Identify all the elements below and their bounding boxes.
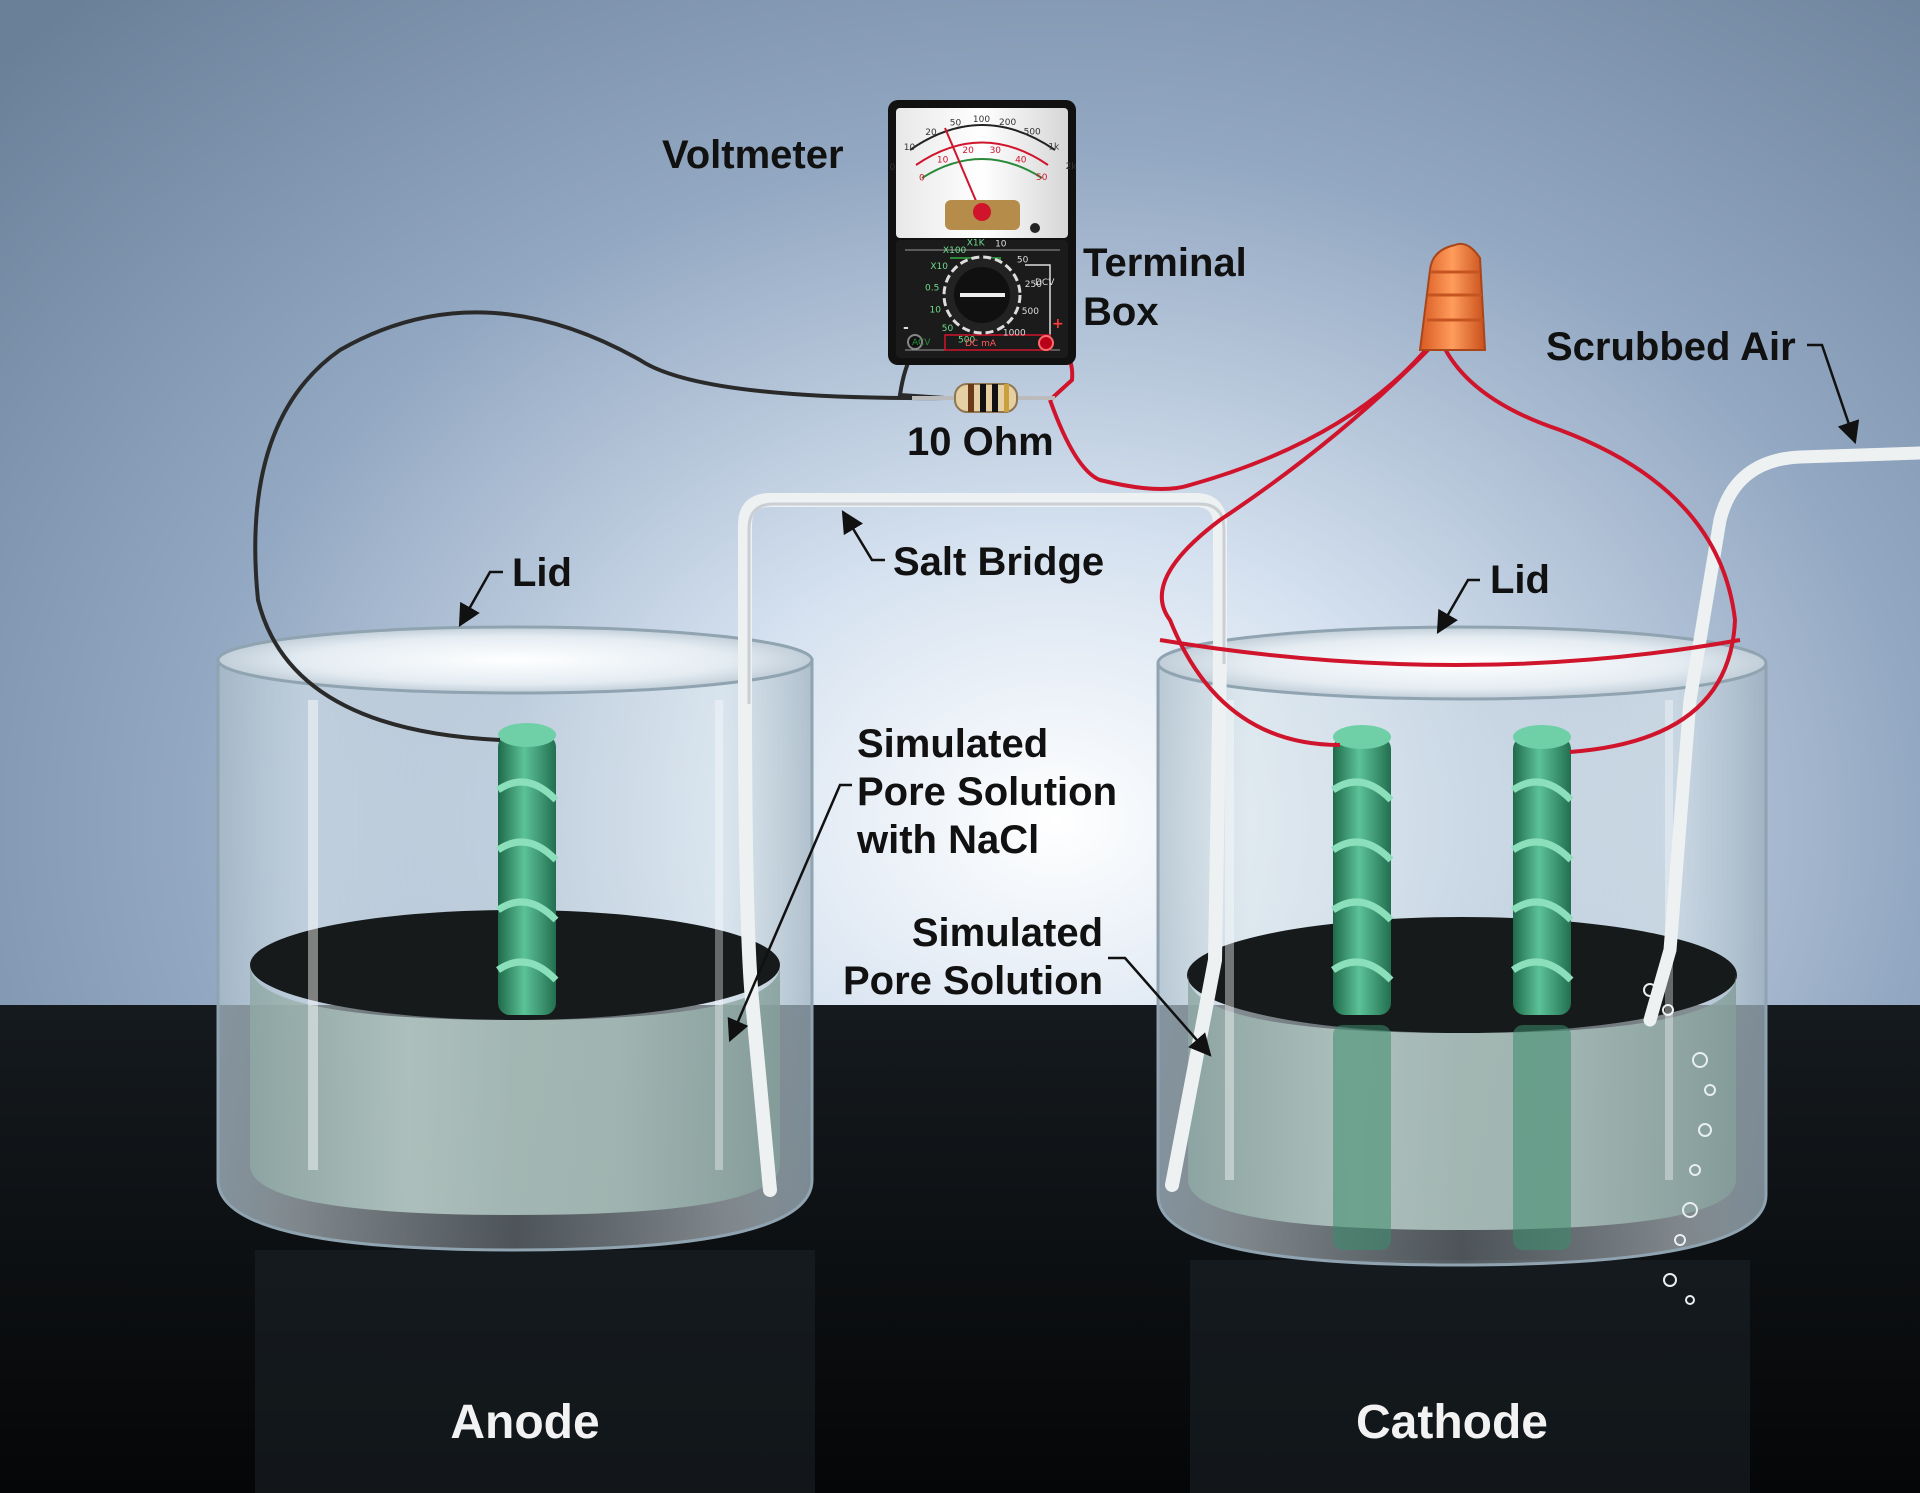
- arrow-lid-left: [458, 570, 503, 627]
- wire-connector: [1418, 242, 1487, 351]
- meter-scale-top-label-4: 100: [973, 115, 990, 125]
- voltmeter-label: Voltmeter: [662, 133, 844, 177]
- arrow-lid-right: [1436, 578, 1480, 634]
- dial-left-label-3: 0.5: [925, 283, 939, 293]
- resistor-label: 10 Ohm: [907, 420, 1054, 464]
- meter-scale-mid-label-1: 10: [937, 156, 949, 166]
- meter-scale-top-label-1: 10: [904, 143, 916, 153]
- arrow-pore: [1108, 956, 1212, 1057]
- anode-lid: [216, 625, 814, 695]
- leader-arrows: [458, 343, 1860, 1057]
- terminal-box-label-line1: Terminal: [1083, 241, 1247, 285]
- scrubbed-air-label: Scrubbed Air: [1546, 325, 1796, 369]
- dial-left-label-0: X1K: [967, 238, 986, 248]
- meter-scale-top-label-7: 1k: [1048, 142, 1060, 152]
- resistor: [912, 383, 1055, 413]
- anode-label: Anode: [450, 1396, 599, 1449]
- dial-left-label-1: X100: [943, 246, 967, 256]
- arrow-salt-bridge: [841, 510, 885, 562]
- meter-scale-top-label-3: 50: [950, 118, 962, 128]
- red-wire-cathode-2: [1441, 344, 1738, 754]
- dial-right-label-4: 1000: [1003, 329, 1026, 339]
- dial-left-label-6: 500: [958, 336, 975, 346]
- anode-beaker: [216, 625, 815, 1493]
- arrow-scrubbed-air: [1807, 343, 1860, 445]
- meter-scale-top-label-0: 0: [890, 163, 896, 173]
- lid-left-label: Lid: [512, 551, 572, 595]
- positive-terminal: [1038, 335, 1054, 351]
- meter-scale-mid-label-2: 20: [962, 146, 974, 156]
- dial-left-label-4: 10: [929, 306, 941, 316]
- dial-right-label-2: 250: [1025, 280, 1042, 290]
- meter-scale-top-label-8: 2k: [1066, 162, 1078, 172]
- meter-scale-mid-label-4: 40: [1015, 155, 1027, 165]
- pore-label-line1: Simulated: [912, 911, 1103, 955]
- salt-bridge-label: Salt Bridge: [893, 540, 1104, 584]
- meter-scale-top-label-5: 200: [999, 118, 1016, 128]
- nacl-label-line2: Pore Solution: [857, 770, 1117, 814]
- terminal-box-label-line2: Box: [1083, 290, 1159, 334]
- dial-left-label-5: 50: [942, 324, 954, 334]
- arrow-nacl: [727, 783, 852, 1043]
- dial-left-label-2: X10: [930, 262, 948, 272]
- pore-label-line2: Pore Solution: [843, 959, 1103, 1003]
- dcma-label: DC mA: [965, 339, 997, 349]
- minus-sign: -: [903, 320, 909, 336]
- meter-scale-top-label-6: 500: [1024, 127, 1041, 137]
- dial-right-label-1: 50: [1017, 256, 1029, 266]
- red-wire-cathode-1: [1159, 343, 1435, 747]
- lid-right-label: Lid: [1490, 558, 1550, 602]
- dial-right-label-3: 500: [1022, 307, 1039, 317]
- acv-label: ACV: [912, 338, 931, 348]
- nacl-label-line1: Simulated: [857, 722, 1048, 766]
- anode-rebar: [496, 723, 559, 1015]
- cathode-rebar-2: [1511, 725, 1574, 1250]
- air-bubbles: [1643, 983, 1716, 1305]
- nacl-label-line3: with NaCl: [856, 818, 1039, 862]
- dcv-label: DCV: [1035, 278, 1055, 288]
- cathode-beaker: [1156, 625, 1768, 1493]
- meter-scale-mid-label-3: 30: [990, 146, 1002, 156]
- cathode-rebar-1: [1331, 725, 1394, 1250]
- plus-sign: +: [1052, 316, 1064, 332]
- negative-terminal: [907, 334, 923, 350]
- meter-scale-mid-label-0: 0: [919, 173, 925, 183]
- meter-scale-top-label-2: 20: [925, 128, 937, 138]
- cathode-label: Cathode: [1356, 1396, 1548, 1449]
- dial-right-label-0: 10: [995, 240, 1007, 250]
- meter-scale-mid-label-5: 50: [1036, 173, 1048, 183]
